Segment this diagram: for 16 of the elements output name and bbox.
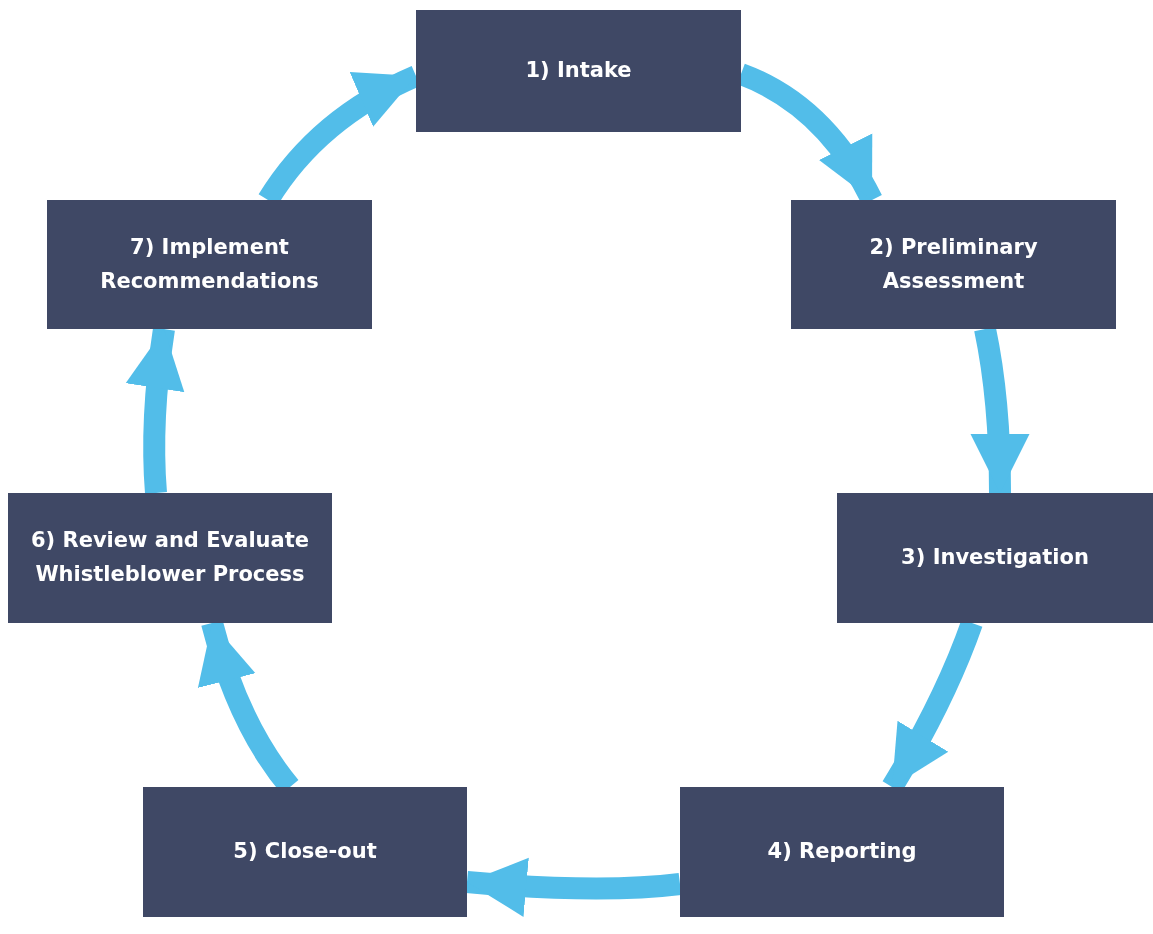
process-box bbox=[680, 787, 1004, 917]
step-label: 6) Review and Evaluate Whistleblower Process bbox=[29, 527, 310, 588]
step-label: 1) Intake bbox=[525, 57, 632, 85]
step-label: 7) Implement Recommendations bbox=[99, 233, 320, 295]
step-label: 3) Investigation bbox=[901, 544, 1089, 572]
process-box bbox=[416, 10, 741, 132]
step-label: 4) Reporting bbox=[767, 838, 917, 866]
process-box bbox=[837, 493, 1153, 623]
process-box bbox=[8, 493, 332, 623]
process-box bbox=[791, 200, 1116, 329]
arrow bbox=[126, 327, 185, 494]
arrow bbox=[466, 857, 682, 917]
step-label: 5) Close-out bbox=[233, 838, 377, 866]
step-label: 2) Preliminary Assessment bbox=[868, 233, 1039, 295]
process-box bbox=[47, 200, 372, 329]
process-box bbox=[143, 787, 467, 917]
